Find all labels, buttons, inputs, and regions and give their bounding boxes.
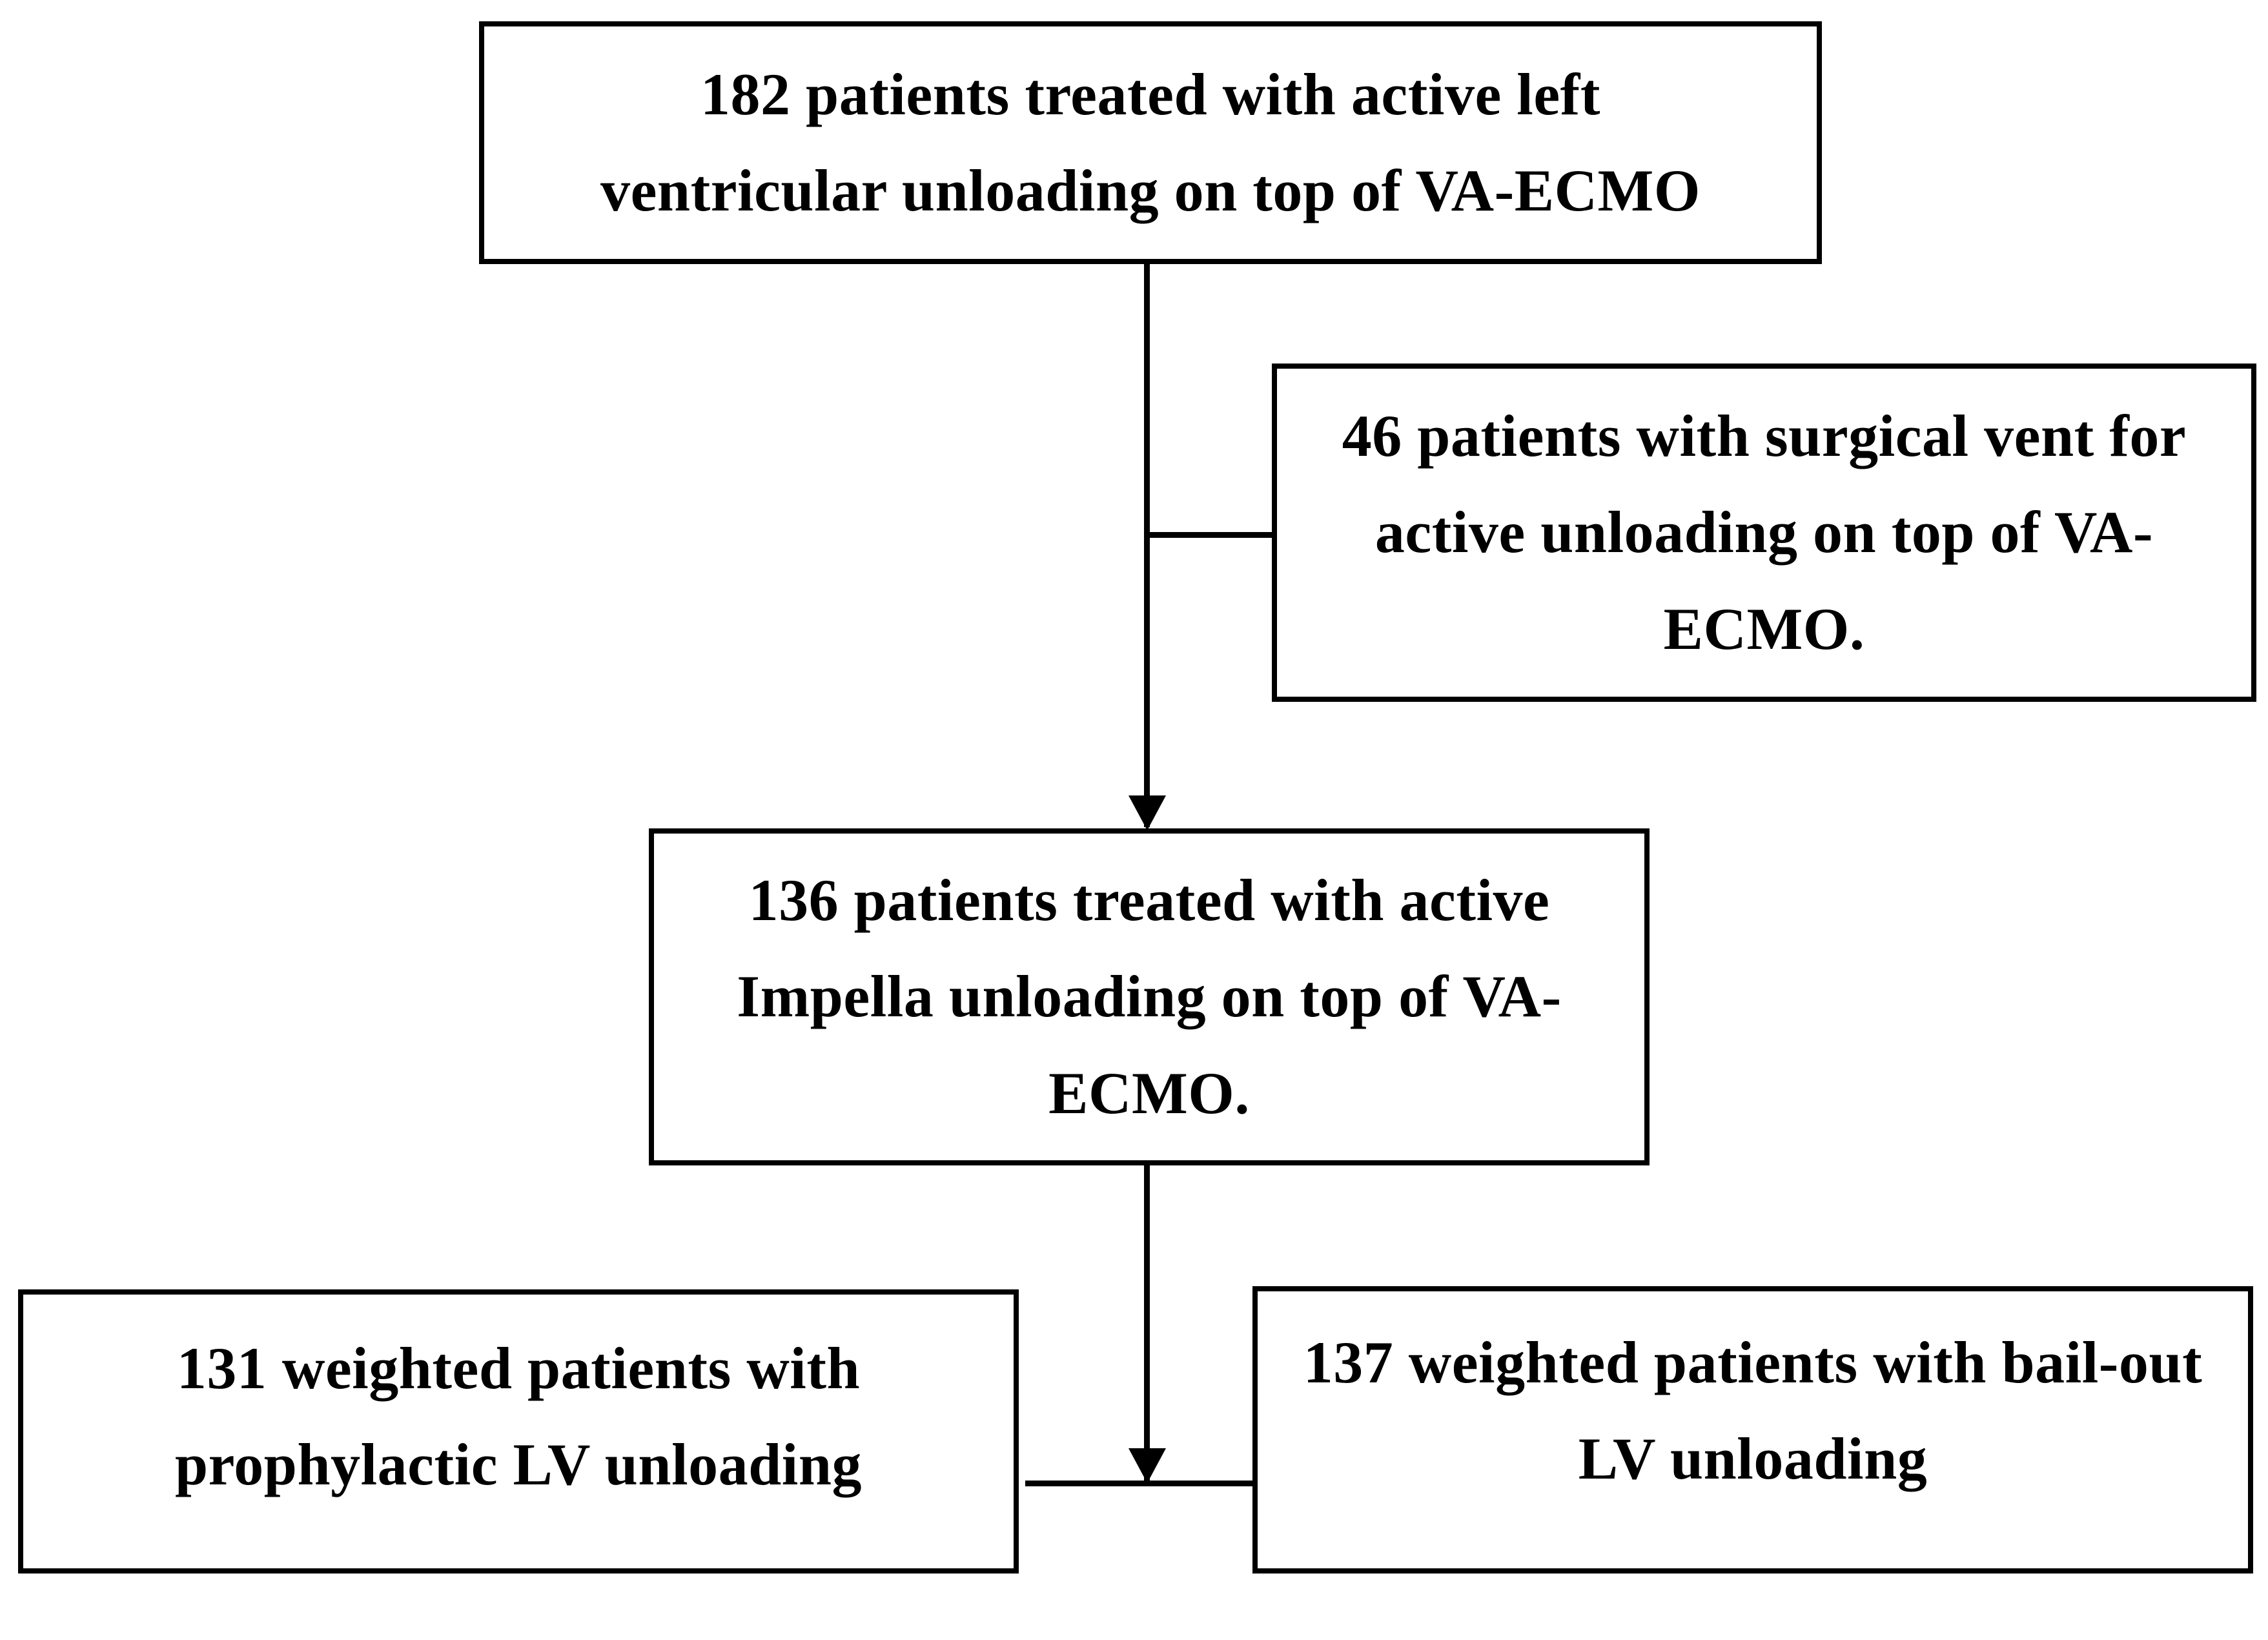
- connector-group-split-line: [1025, 1481, 1254, 1486]
- node-excluded-surgical-vent-label: 46 patients with surgical vent for activ…: [1342, 403, 2187, 662]
- node-total-cohort: 182 patients treated with active left ve…: [479, 21, 1822, 264]
- node-total-cohort-label: 182 patients treated with active left ve…: [600, 61, 1701, 223]
- node-group-bailout: 137 weighted patients with bail-out LV u…: [1252, 1286, 2253, 1573]
- node-excluded-surgical-vent: 46 patients with surgical vent for activ…: [1272, 364, 2256, 702]
- node-group-bailout-label: 137 weighted patients with bail-out LV u…: [1303, 1329, 2203, 1492]
- connector-total-to-included-trunk: [1144, 264, 1150, 827]
- node-included-impella-label: 136 patients treated with active Impella…: [737, 867, 1562, 1126]
- node-group-prophylactic-label: 131 weighted patients with prophylactic …: [174, 1335, 863, 1498]
- arrowhead-down-icon-split: [1129, 1448, 1166, 1483]
- connector-included-to-groups-trunk: [1144, 1165, 1150, 1482]
- connector-branch-to-excluded: [1144, 532, 1274, 538]
- arrowhead-down-icon-included: [1129, 795, 1166, 830]
- node-group-prophylactic: 131 weighted patients with prophylactic …: [18, 1289, 1019, 1573]
- node-included-impella: 136 patients treated with active Impella…: [649, 828, 1650, 1165]
